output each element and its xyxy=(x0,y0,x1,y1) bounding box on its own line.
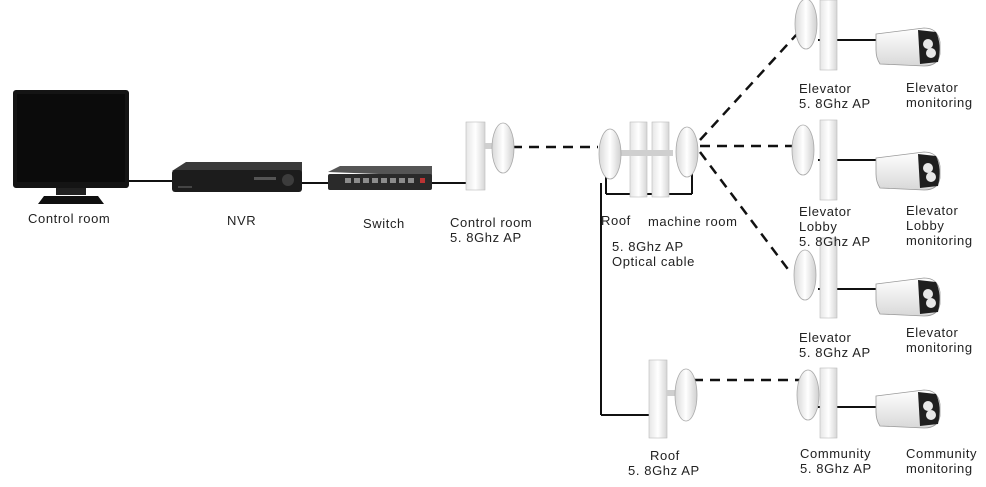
antenna-icon xyxy=(796,367,838,439)
control-room-label: Control room xyxy=(28,211,111,226)
camera-icon xyxy=(875,151,941,191)
camera-icon xyxy=(875,27,941,67)
antenna-icon xyxy=(794,0,838,71)
antenna-icon xyxy=(791,119,838,201)
antenna-icon xyxy=(648,359,698,439)
camera-icon xyxy=(875,277,941,317)
antenna-icon xyxy=(793,237,838,319)
nvr-icon xyxy=(172,162,302,192)
camera-icon xyxy=(875,389,941,429)
roof-label: Roof xyxy=(601,213,631,228)
switch-label: Switch xyxy=(363,216,405,231)
monitor-icon xyxy=(13,90,129,204)
switch-icon xyxy=(328,166,432,190)
machine-room-label: machine room xyxy=(648,214,738,229)
nvr-label: NVR xyxy=(227,213,257,228)
antenna-icon xyxy=(598,121,699,198)
wireless-links xyxy=(512,21,809,382)
antenna-icon xyxy=(465,121,515,191)
